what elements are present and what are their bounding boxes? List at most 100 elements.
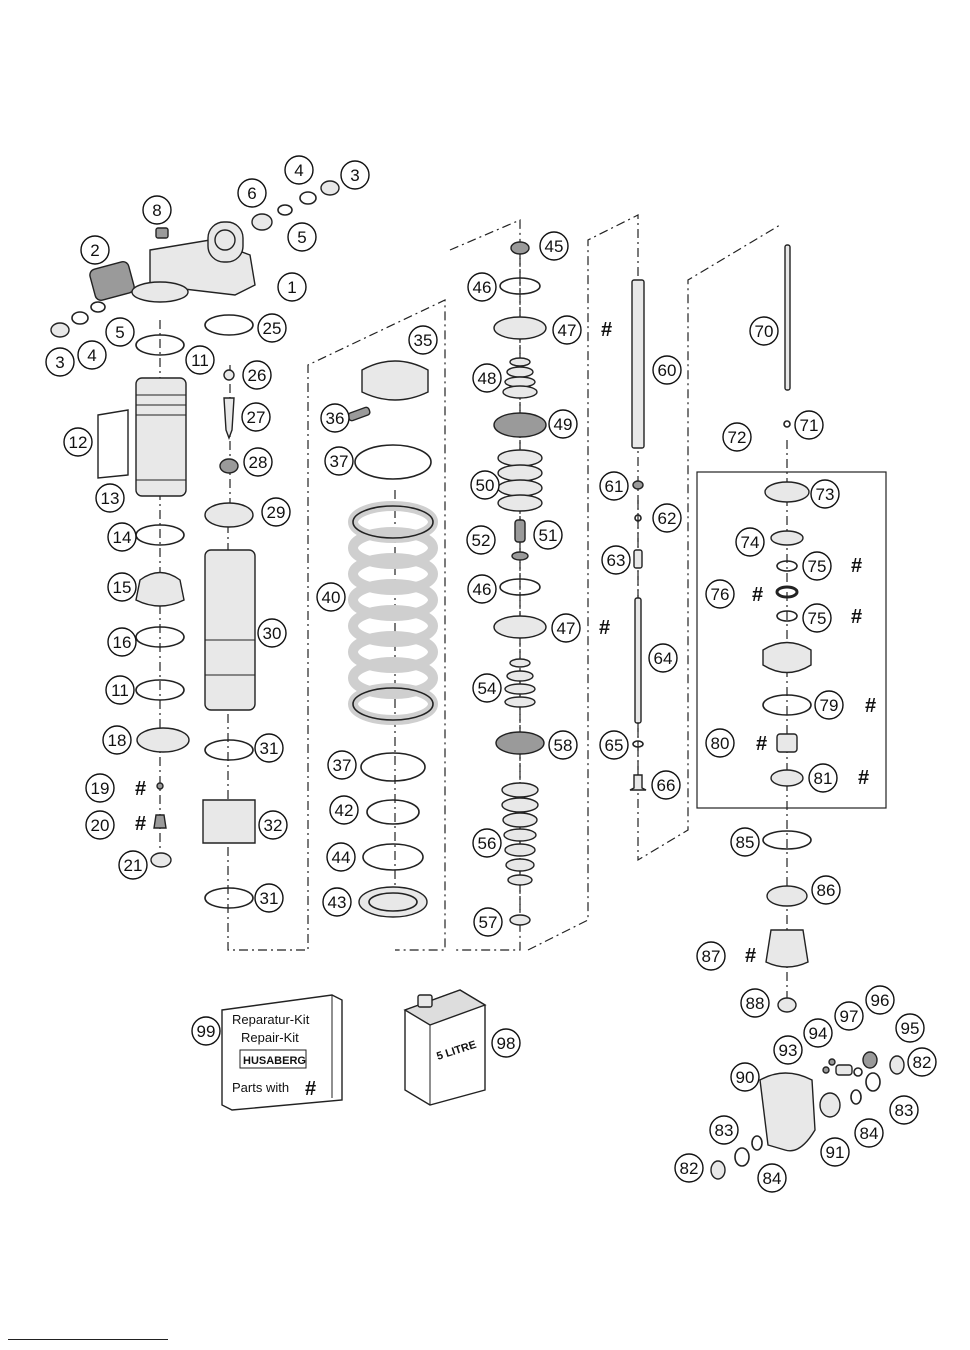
kit-hash-marker: # [756, 733, 767, 755]
callout-circle [105, 675, 135, 705]
callout-number: 19 [91, 779, 110, 798]
needle-64 [634, 597, 642, 724]
valve-51 [514, 519, 526, 543]
callout-number: 56 [478, 834, 497, 853]
reservoir-column [50, 180, 340, 868]
callout-number: 73 [816, 485, 835, 504]
callout-circle [243, 447, 273, 477]
callout-number: 60 [658, 361, 677, 380]
callout-number: 91 [826, 1143, 845, 1162]
callout-number: 86 [817, 881, 836, 900]
callout-number: 18 [108, 731, 127, 750]
callout-number: 32 [264, 816, 283, 835]
bumper-87 [765, 929, 809, 968]
oring-25 [204, 314, 254, 336]
callout-circle [329, 795, 359, 825]
callout-circle [601, 545, 631, 575]
callout-circle [551, 613, 581, 643]
callout-number: 94 [809, 1024, 828, 1043]
callout-number: 74 [741, 533, 760, 552]
callout-circle [814, 690, 844, 720]
callout-number: 88 [746, 994, 765, 1013]
callout-circle [408, 325, 438, 355]
nut-8 [155, 227, 169, 239]
kit-hash-markers: ########### [135, 319, 876, 967]
callout-number: 20 [91, 816, 110, 835]
spring-seat-43 [358, 886, 428, 918]
callout-number: 28 [249, 453, 268, 472]
ring-46b [499, 578, 541, 596]
callout-circle [802, 551, 832, 581]
callout-number: 79 [820, 696, 839, 715]
callout-circle [552, 315, 582, 345]
oring-96 [853, 1067, 863, 1077]
ring-47b [493, 615, 547, 639]
washer-4-right [299, 191, 317, 205]
washer-57 [509, 914, 531, 926]
callout-number: 16 [113, 633, 132, 652]
callout-circle [472, 363, 502, 393]
adjuster-knob [89, 261, 135, 301]
callout-circle [539, 231, 569, 261]
callout-number: 50 [476, 476, 495, 495]
callout-number: 21 [124, 856, 143, 875]
seal-81 [770, 769, 804, 787]
oring-11a [135, 334, 185, 356]
callout-circle [472, 828, 502, 858]
washer-82-left [710, 1160, 726, 1180]
callout-number: 95 [901, 1019, 920, 1038]
ring-47a [493, 316, 547, 340]
callout-number: 75 [808, 557, 827, 576]
oring-75a [776, 560, 798, 572]
callout-number: 61 [605, 477, 624, 496]
ring-44 [362, 843, 424, 871]
preload-nut-35 [361, 360, 429, 401]
kit-hash-marker: # [305, 1078, 316, 1100]
callout-circle [287, 222, 317, 252]
shims-56 [501, 782, 539, 886]
callout-circle [326, 842, 356, 872]
callout-circle [705, 579, 735, 609]
callout-circle [491, 1028, 521, 1058]
callout-number: 46 [473, 278, 492, 297]
callout-circle [473, 907, 503, 937]
washer-3-left [50, 322, 70, 338]
callout-number: 57 [479, 913, 498, 932]
sleeve-63 [633, 549, 643, 569]
callout-circle [652, 503, 682, 533]
callout-number: 75 [808, 609, 827, 628]
callout-number: 90 [736, 1068, 755, 1087]
damper-cylinder-30 [204, 549, 256, 711]
callout-circle [284, 155, 314, 185]
callout-number: 96 [871, 991, 890, 1010]
callout-circle [191, 1016, 221, 1046]
callout-circle [63, 427, 93, 457]
damper-body-column [202, 314, 256, 909]
pin-27 [223, 397, 235, 440]
callout-number: 6 [247, 184, 256, 203]
callout-circle [648, 643, 678, 673]
callout-number: 83 [895, 1101, 914, 1120]
ring-29 [204, 502, 254, 528]
callout-circle [45, 347, 75, 377]
shims-50 [497, 449, 543, 512]
callout-number: 1 [287, 278, 296, 297]
callout-number: 82 [680, 1159, 699, 1178]
callout-number: 76 [711, 585, 730, 604]
repair-kit-line3: Parts with [232, 1080, 289, 1095]
callout-number: 45 [545, 237, 564, 256]
callout-number: 12 [69, 433, 88, 452]
callout-circle [185, 345, 215, 375]
callout-number: 37 [330, 452, 349, 471]
callout-number: 31 [260, 739, 279, 758]
repair-kit-line1: Reparatur-Kit [232, 1012, 310, 1027]
bearing-91 [819, 1092, 841, 1118]
adjuster-ring-32 [202, 799, 256, 844]
callout-number: 97 [840, 1007, 859, 1026]
ball-94 [828, 1058, 836, 1066]
valve-20 [153, 814, 167, 829]
callout-circle [865, 985, 895, 1015]
callout-circle [811, 875, 841, 905]
callout-number: 43 [328, 893, 347, 912]
